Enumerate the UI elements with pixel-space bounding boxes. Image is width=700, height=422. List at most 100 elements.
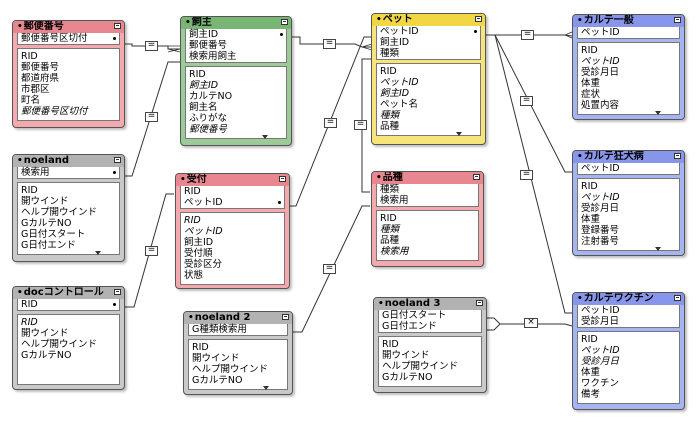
scroll-down-icon[interactable]	[95, 251, 101, 255]
table-header[interactable]: •飼主	[181, 17, 291, 29]
table-menu-icon[interactable]	[674, 17, 681, 23]
key-field[interactable]: G日付エンド	[382, 321, 437, 332]
table-uketsuke[interactable]: •受付 RID ペットID RID ペットID 飼主ID 受付順 受診区分 状態	[175, 173, 290, 289]
field-item: 検索用	[380, 246, 409, 257]
scroll-down-icon[interactable]	[263, 386, 269, 390]
relation-symbol-owner-pet[interactable]: =	[323, 39, 336, 49]
field-item: RID	[581, 334, 598, 345]
field-list: RID ペットID 飼主ID ペット名 種類 品種	[376, 63, 481, 136]
field-item: 種類	[380, 110, 400, 121]
table-hinshu[interactable]: •品種 種類 検索用 RID 種類 品種 検索用	[371, 171, 484, 267]
key-field[interactable]: G日付スタート	[382, 310, 447, 321]
key-field[interactable]: ペットID	[181, 197, 284, 208]
key-field[interactable]: 飼主ID	[186, 29, 286, 40]
table-menu-icon[interactable]	[279, 176, 286, 182]
key-field[interactable]: RID	[184, 186, 201, 197]
table-header[interactable]: •郵便番号	[13, 21, 124, 33]
table-header[interactable]: •docコントロール	[13, 287, 124, 299]
table-header[interactable]: •noeland	[13, 155, 124, 167]
field-item: ペットID	[184, 226, 223, 237]
table-pet[interactable]: •ペット ペットID 飼主ID 種類 RID ペットID 飼主ID ペット名 種…	[371, 13, 486, 145]
relation-symbol-postal-owner[interactable]: =	[145, 41, 158, 51]
key-fields: 飼主ID 郵便番号 検索用飼主	[185, 29, 287, 63]
relation-symbol-noeland3-vaccine[interactable]: ×	[524, 318, 538, 328]
field-list: RID 開ウインド ヘルプ開ウインド GカルテNO	[378, 336, 482, 387]
table-kyoken[interactable]: •カルテ狂犬病 ペットID RID ペットID 受診月日 体重 登録番号 注射番…	[572, 150, 685, 256]
key-field[interactable]: 検索用飼主	[189, 51, 237, 62]
field-item: 開ウインド	[21, 328, 69, 339]
table-menu-icon[interactable]	[674, 153, 681, 159]
relation-line-noeland3-vaccine-b	[486, 323, 501, 331]
table-header[interactable]: •noeland 2	[184, 312, 292, 324]
table-noeland2[interactable]: •noeland 2 G種類検索用 RID 開ウインド ヘルプ開ウインド Gカル…	[183, 311, 293, 395]
key-field[interactable]: 飼主ID	[380, 37, 410, 48]
table-menu-icon[interactable]	[114, 289, 121, 295]
relation-symbol-doc-uketsuke[interactable]: =	[145, 246, 158, 256]
scroll-down-icon[interactable]	[655, 111, 661, 115]
table-header[interactable]: •受付	[176, 174, 289, 186]
key-fields: ペットID 飼主ID 種類	[376, 26, 481, 60]
table-menu-icon[interactable]	[114, 157, 121, 163]
table-header[interactable]: •カルテワクチン	[573, 293, 684, 305]
table-title: カルテワクチン	[583, 293, 654, 304]
table-header[interactable]: •ペット	[372, 14, 485, 26]
key-field[interactable]: RID	[18, 299, 119, 310]
table-menu-icon[interactable]	[282, 314, 289, 320]
relation-symbol-pet-vaccine[interactable]: =	[520, 170, 533, 180]
relation-symbol-pet-hinshu[interactable]: =	[354, 120, 367, 130]
table-doc[interactable]: •docコントロール RID RID 開ウインド ヘルプ開ウインド GカルテNO	[12, 286, 125, 390]
key-dot-icon	[113, 37, 116, 40]
key-field[interactable]: ペットID	[581, 163, 620, 174]
key-field[interactable]: ペットID	[581, 27, 620, 38]
field-list: RID ペットID 受診月日 体重 登録番号 注射番号	[577, 178, 680, 251]
table-menu-icon[interactable]	[281, 19, 288, 25]
relation-symbol-noeland-owner[interactable]: =	[145, 112, 158, 122]
table-menu-icon[interactable]	[114, 23, 121, 29]
key-field[interactable]: ペットID	[581, 305, 620, 316]
relation-symbol-pet-kyoken[interactable]: =	[520, 96, 533, 106]
field-list: RID ペットID 受診月日 体重 ワクチン 備考	[577, 331, 680, 404]
key-field[interactable]: 受診月日	[581, 316, 620, 327]
table-vaccine[interactable]: •カルテワクチン ペットID 受診月日 RID ペットID 受診月日 体重 ワク…	[572, 292, 685, 410]
table-menu-icon[interactable]	[473, 174, 480, 180]
scroll-down-icon[interactable]	[456, 132, 462, 136]
scroll-down-icon[interactable]	[262, 135, 268, 139]
table-postal[interactable]: •郵便番号 郵便番号区切付 RID 郵便番号 都道府県 市郡区 町名 郵便番号区…	[12, 20, 125, 128]
table-menu-icon[interactable]	[475, 16, 482, 22]
relation-symbol-noeland2-hinshu[interactable]: =	[323, 264, 336, 274]
table-menu-icon[interactable]	[476, 300, 483, 306]
table-header[interactable]: •カルテ一般	[573, 15, 684, 27]
key-field[interactable]: 種類	[380, 48, 400, 59]
key-field[interactable]: 種類	[380, 184, 400, 195]
key-field[interactable]: 郵便番号	[189, 40, 228, 51]
key-field[interactable]: G種類検索用	[192, 324, 247, 335]
table-title: 品種	[382, 172, 403, 183]
field-item: 郵便番号	[21, 62, 60, 73]
key-fields: ペットID 受診月日	[577, 305, 680, 328]
table-noeland[interactable]: •noeland 検索用 RID 開ウインド ヘルプ開ウインド GカルテNO G…	[12, 154, 125, 262]
table-header[interactable]: •noeland 3	[374, 298, 486, 310]
table-title: docコントロール	[23, 287, 104, 298]
key-field[interactable]: ペットID	[377, 26, 480, 37]
table-header[interactable]: •品種	[372, 172, 483, 184]
key-fields: G日付スタート G日付エンド	[378, 310, 482, 333]
scroll-down-icon[interactable]	[655, 247, 661, 251]
relation-symbol-pet-uketsuke[interactable]: =	[324, 118, 337, 128]
table-title: 郵便番号	[23, 21, 64, 32]
field-item: 品種	[380, 121, 400, 132]
field-item: 飼主ID	[380, 88, 410, 99]
field-item: RID	[21, 51, 38, 62]
table-noeland3[interactable]: •noeland 3 G日付スタート G日付エンド RID 開ウインド ヘルプ開…	[373, 297, 487, 393]
table-menu-icon[interactable]	[674, 295, 681, 301]
field-list: RID 開ウインド ヘルプ開ウインド GカルテNO G日付スタート G日付エンド	[17, 182, 120, 255]
table-header[interactable]: •カルテ狂犬病	[573, 151, 684, 163]
key-field[interactable]: 検索用	[380, 195, 409, 206]
field-item: RID	[581, 181, 598, 192]
table-owner[interactable]: •飼主 飼主ID 郵便番号 検索用飼主 RID 飼主ID カルテNO 飼主名 ふ…	[180, 16, 292, 146]
relation-symbol-pet-karte[interactable]: =	[521, 30, 534, 40]
key-field[interactable]: 郵便番号区切付	[18, 33, 119, 44]
field-item: RID	[382, 339, 399, 350]
key-field[interactable]: 検索用	[18, 167, 119, 178]
table-karte[interactable]: •カルテ一般 ペットID RID ペットID 受診月日 体重 症状 処置内容	[572, 14, 685, 120]
field-item: ヘルプ開ウインド	[192, 364, 269, 375]
